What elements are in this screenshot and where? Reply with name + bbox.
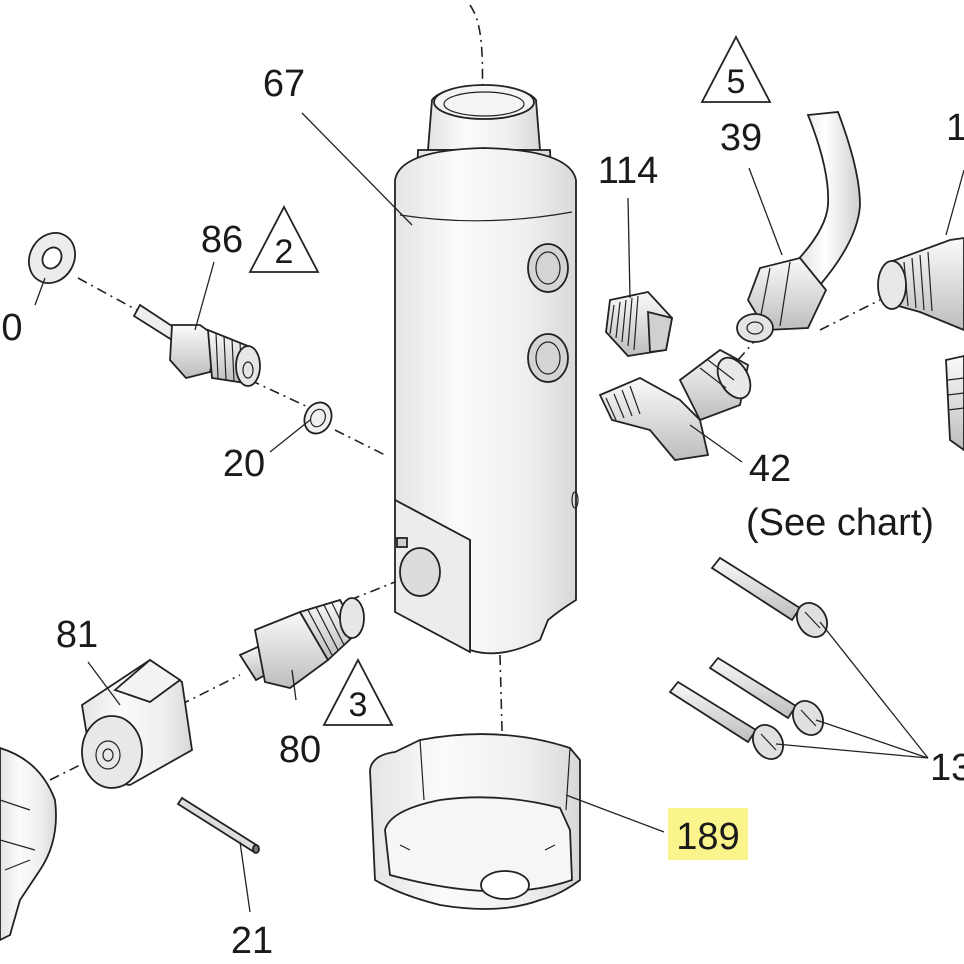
part-86-valve <box>132 303 261 387</box>
part-42-elbow <box>598 348 752 461</box>
callout-80: 80 <box>279 729 321 771</box>
part-0-washer <box>28 232 76 284</box>
warning-number-5: 5 <box>727 63 746 101</box>
warning-triangle-5: 5 <box>700 35 772 103</box>
warning-number-3: 3 <box>349 686 368 724</box>
warning-triangle-2: 2 <box>248 205 320 273</box>
callout-189-highlight <box>668 808 748 860</box>
part-13-screws <box>668 556 828 760</box>
see-chart-note: (See chart) <box>746 502 934 544</box>
part-114-plug <box>605 291 674 357</box>
part-81-cap <box>81 658 193 789</box>
callout-42: 42 <box>749 448 791 490</box>
part-189-guard <box>369 733 581 910</box>
part-gun-body-partial <box>0 747 57 942</box>
callout-0: 0 <box>1 307 22 349</box>
callout-1: 1 <box>946 107 964 149</box>
callout-21: 21 <box>231 920 273 962</box>
callout-13: 13 <box>930 747 964 789</box>
part-67-cylinder <box>394 84 579 655</box>
warning-number-2: 2 <box>275 233 294 271</box>
part-80-cartridge <box>238 597 365 689</box>
callout-67: 67 <box>263 63 305 105</box>
part-20-o-ring <box>303 401 333 435</box>
callout-114: 114 <box>598 150 659 192</box>
leader-lines <box>34 112 964 913</box>
callout-189: 189 <box>676 816 739 858</box>
callout-39: 39 <box>720 117 762 159</box>
callout-81: 81 <box>56 614 98 656</box>
part-21-pin <box>176 796 260 854</box>
warning-triangle-3: 3 <box>322 658 394 726</box>
callout-20: 20 <box>223 443 265 485</box>
part-1-tee-fitting <box>877 237 964 452</box>
callout-labels: 67 86 0 20 114 39 1 42 (See chart) 81 80… <box>1 63 964 962</box>
callout-86: 86 <box>201 219 243 261</box>
part-39-tube-fitting <box>736 111 861 343</box>
